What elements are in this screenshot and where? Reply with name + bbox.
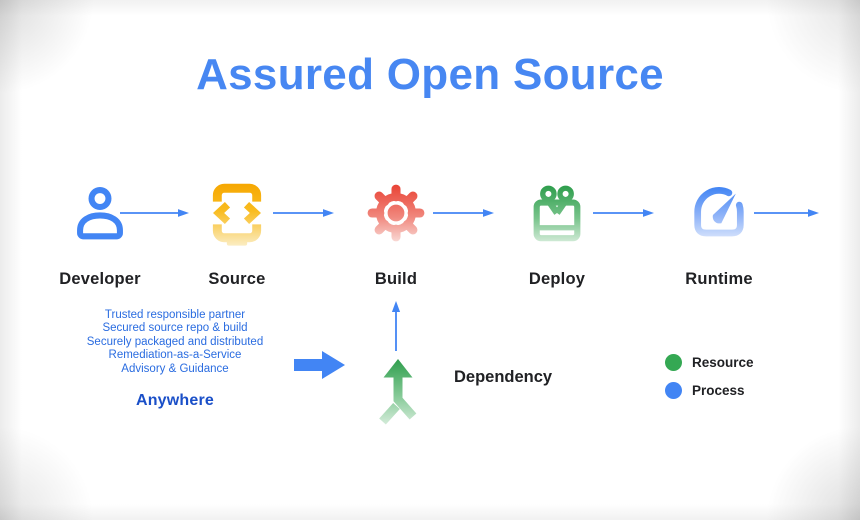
stage-build: Build	[326, 180, 466, 289]
legend-label: Resource	[692, 354, 754, 370]
legend-item-resource: Resource	[665, 352, 754, 372]
anywhere-label: Anywhere	[135, 392, 215, 409]
source-code-screen-icon	[167, 180, 307, 246]
benefit-line: Secured source repo & build	[102, 322, 248, 335]
benefit-line: Remediation-as-a-Service	[108, 349, 242, 362]
process-dot-icon	[665, 381, 682, 399]
stage-runtime: Runtime	[649, 180, 789, 289]
flow-arrow-developer-source	[120, 209, 189, 217]
dependency-label: Dependency	[454, 368, 553, 386]
developer-icon	[30, 180, 170, 246]
stage-source: Source	[167, 180, 307, 289]
dependency-up-arrow	[391, 301, 401, 351]
flow-arrow-deploy-runtime	[593, 209, 654, 217]
flow-arrow-build-deploy	[433, 209, 494, 217]
legend-label: Process	[692, 382, 745, 398]
benefits-list: Trusted responsible partner Secured sour…	[25, 309, 325, 376]
dependency-merge-icon	[379, 359, 417, 425]
stage-label: Deploy	[528, 270, 586, 288]
legend-item-process: Process	[665, 380, 754, 400]
resource-dot-icon	[665, 353, 682, 371]
benefit-line: Advisory & Guidance	[121, 362, 229, 375]
runtime-gauge-icon	[649, 180, 789, 246]
stage-label: Runtime	[685, 270, 753, 288]
flow-arrow-runtime-out	[754, 209, 819, 217]
legend: Resource Process	[665, 352, 754, 408]
stage-label: Build	[374, 270, 418, 288]
benefit-line: Trusted responsible partner	[104, 309, 246, 321]
deploy-gift-box-icon	[487, 180, 627, 246]
flow-arrow-source-build	[273, 209, 334, 217]
stage-label: Developer	[59, 270, 141, 288]
build-gear-icon	[326, 180, 466, 246]
benefit-line: Securely packaged and distributed	[86, 335, 264, 348]
stage-label: Source	[208, 270, 266, 288]
stage-deploy: Deploy	[487, 180, 627, 289]
stage-developer: Developer	[30, 180, 170, 289]
thick-flow-arrow	[294, 351, 345, 379]
page-title: Assured Open Source	[196, 50, 664, 99]
